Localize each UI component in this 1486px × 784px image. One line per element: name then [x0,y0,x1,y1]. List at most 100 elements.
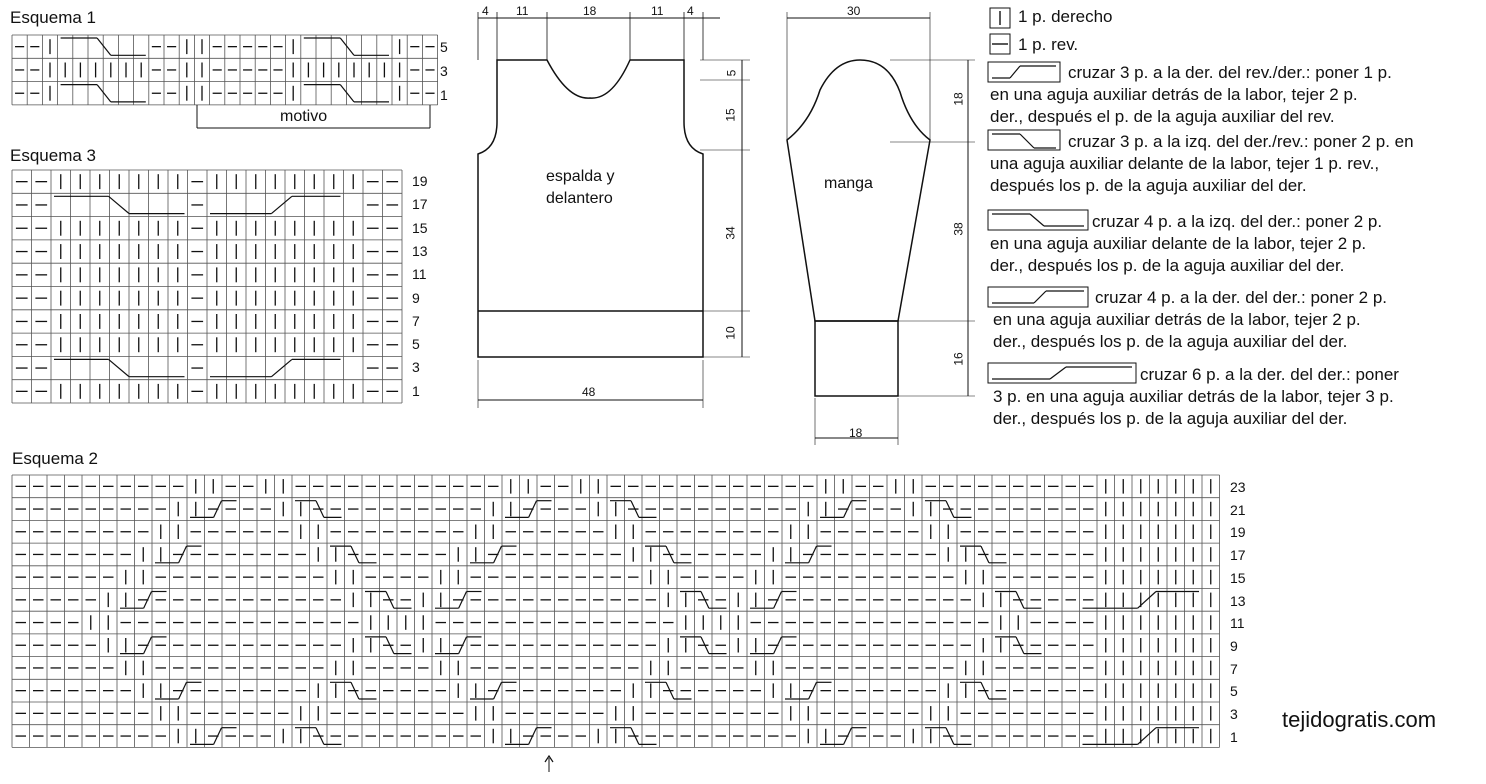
esquema3-grid [11,169,403,404]
body-label-line1: espalda y [546,168,615,185]
dim-sleeve-cuff: 16 [951,352,966,366]
legend-c6r-2: 3 p. en una aguja auxiliar detrás de la … [993,387,1394,406]
legend-c4r-icon [1033,290,1047,304]
legend-purl-icon [989,33,1011,55]
legend-c4l-icon [1029,213,1045,227]
cable-line [350,545,360,564]
legend-c3l-2: una aguja auxiliar delante de la labor, … [990,154,1380,173]
dim-top-1: 4 [482,4,489,18]
cable-line [385,591,395,609]
dim-sleeve-top: 30 [847,4,861,18]
legend-purl: 1 p. rev. [1018,35,1079,54]
esquema1-row-label: 3 [440,63,448,79]
cable-line [178,545,188,564]
cable-line [213,727,223,745]
legend-c3r-icon [1009,65,1021,79]
center-arrow-head [544,754,554,763]
legend-c4l-1: cruzar 4 p. a la izq. del der.: poner 2 … [1092,212,1383,231]
esquema2-row-label: 13 [1230,592,1246,609]
cable-line [1137,591,1157,609]
cable-line [96,84,112,103]
esquema3-row-label: 3 [412,359,420,376]
legend-c3r-1: cruzar 3 p. a la der. del rev./der.: pon… [1068,63,1392,82]
dim-neck: 5 [724,69,739,77]
cable-line [773,636,783,654]
dim-armhole: 15 [723,108,738,122]
cable-line [528,500,538,518]
esquema3-row-label: 11 [412,266,427,283]
cable-line [315,727,325,745]
cable-line [1137,727,1157,745]
dim-sleeve-length: 38 [951,222,966,236]
cable-line [843,727,853,745]
cable-line [808,682,818,700]
legend-c6r-1: cruzar 6 p. a la der. del der.: poner [1140,365,1399,384]
esquema3-row-label: 5 [412,336,420,353]
site-watermark: tejidogratis.com [1282,707,1437,732]
cable-line [493,545,503,564]
cable-line [108,358,130,378]
esquema1-row-label: 1 [440,87,448,103]
cable-line [458,591,468,609]
cable-line [665,545,675,564]
esquema1-row-label: 5 [440,39,448,55]
motif-label: motivo [280,108,328,125]
legend-c3r-3: der., después el p. de la aguja auxiliar… [990,107,1335,126]
cable-line [700,591,710,609]
legend-c6r-3: der., después los p. de la aguja auxilia… [993,409,1348,428]
cable-line [350,682,360,700]
dim-rib: 10 [723,326,738,340]
esquema2-row-label: 5 [1230,683,1238,700]
legend-c3l-3: después los p. de la aguja auxiliar del … [990,176,1307,195]
cable-line [980,682,990,700]
legend-knit-icon [989,7,1011,29]
cable-line [385,636,395,654]
sleeve-outline [786,59,931,322]
dim-width: 48 [582,385,596,399]
esquema2-row-label: 21 [1230,501,1246,518]
esquema2-grid [11,474,1220,748]
cable-line [271,358,293,378]
esquema2-row-label: 15 [1230,569,1246,586]
legend-c4r-1: cruzar 4 p. a la der. del der.: poner 2 … [1095,288,1388,307]
esquema2-row-label: 3 [1230,706,1238,722]
cable-line [980,545,990,564]
cable-line [493,682,503,700]
legend-c4r-icon [987,286,1089,308]
dim-length: 34 [723,226,738,240]
legend-c3l-1: cruzar 3 p. a la izq. del der./rev.: pon… [1068,132,1414,151]
legend-c4l-3: der., después los p. de la aguja auxilia… [990,256,1345,275]
legend-c4r-2: en una aguja auxiliar detrás de la labor… [993,310,1361,329]
cable-line [843,500,853,518]
dim-cuff-width: 18 [849,426,863,440]
esquema2-row-label: 17 [1230,547,1246,564]
esquema3-row-label: 19 [412,173,428,189]
cable-line [213,500,223,518]
cable-line [315,500,325,518]
esquema3-row-label: 1 [412,382,420,399]
esquema2-row-label: 9 [1230,637,1238,654]
esquema3-row-label: 9 [412,289,420,306]
legend-knit: 1 p. derecho [1018,7,1113,26]
dim-top-4: 11 [651,4,664,18]
cable-line [339,37,355,56]
body-outline [477,59,704,358]
cable-line [108,195,130,215]
esquema3-title: Esquema 3 [10,146,96,165]
cable-line [339,84,355,103]
esquema2-row-label: 7 [1230,660,1238,677]
legend-c4r-3: der., después los p. de la aguja auxilia… [993,332,1348,351]
cable-line [773,591,783,609]
legend-c3r-2: en una aguja auxiliar detrás de la labor… [990,85,1358,104]
esquema2-row-label: 1 [1230,728,1238,745]
cable-line [808,545,818,564]
esquema3-row-label: 17 [412,196,428,213]
sleeve-cuff [814,320,899,397]
legend-c6r-icon [987,362,1137,384]
cable-line [1015,591,1025,609]
body-label-line2: delantero [546,190,613,207]
dim-top-2: 11 [516,4,529,18]
sleeve-label: manga [824,175,873,192]
cable-line [945,500,955,518]
cable-line [178,682,188,700]
